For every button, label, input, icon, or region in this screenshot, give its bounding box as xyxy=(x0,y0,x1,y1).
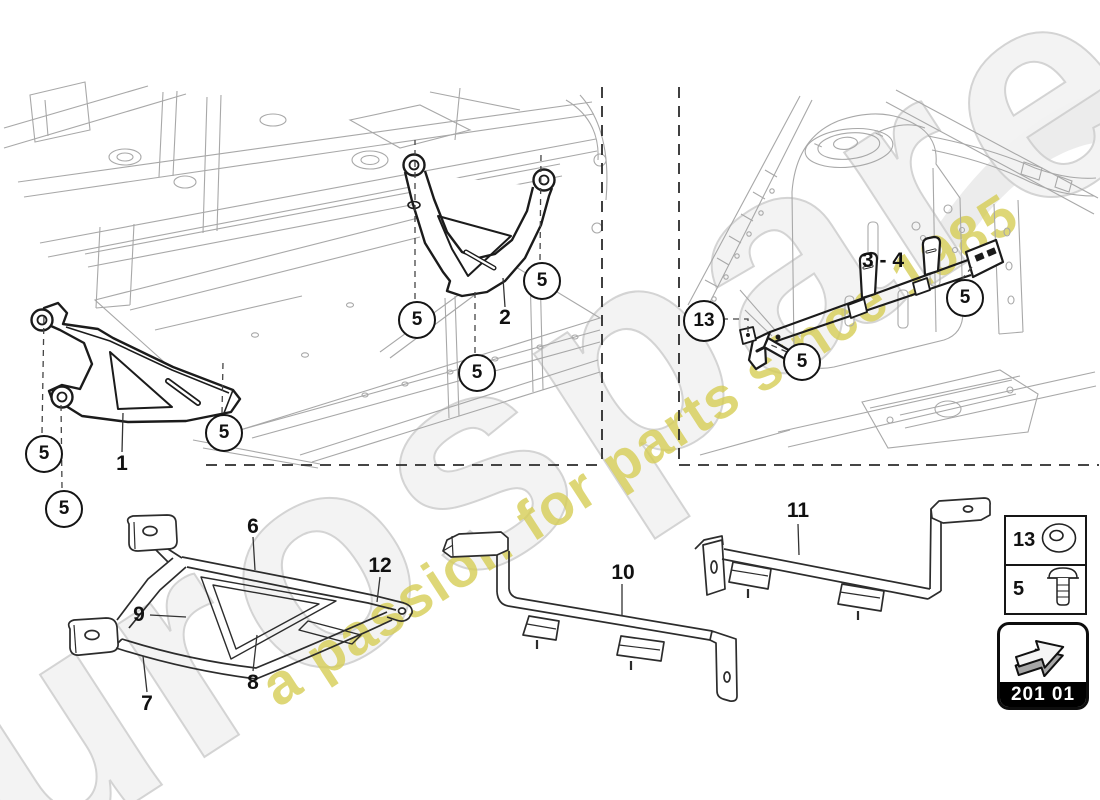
screw-icon xyxy=(1046,565,1082,614)
callout-5-a[interactable]: 5 xyxy=(25,435,63,473)
part-label-7[interactable]: 7 xyxy=(141,692,153,715)
callout-5-e[interactable]: 5 xyxy=(458,354,496,392)
part-label-11[interactable]: 11 xyxy=(786,499,810,522)
label-leader-lines xyxy=(121,277,800,693)
callout-5-h[interactable]: 5 xyxy=(946,279,984,317)
part-label-8[interactable]: 8 xyxy=(247,671,259,694)
fastener-legend: 13 5 xyxy=(1004,515,1087,615)
legend-ref-13: 13 xyxy=(1013,529,1036,551)
part-label-1[interactable]: 1 xyxy=(116,452,128,475)
legend-row-screw[interactable]: 5 xyxy=(1006,564,1085,613)
section-code-box[interactable]: 201 01 xyxy=(997,622,1089,710)
part-11-rail-drawing xyxy=(694,497,991,620)
callout-5-g[interactable]: 5 xyxy=(783,343,821,381)
part-2-bracket xyxy=(402,153,556,298)
part-label-2[interactable]: 2 xyxy=(499,306,511,329)
legend-ref-5: 5 xyxy=(1013,578,1025,600)
part-6-bracket-drawing xyxy=(67,514,413,680)
callout-5-d[interactable]: 5 xyxy=(398,301,436,339)
part-10-rail-drawing xyxy=(442,531,738,702)
part-label-12[interactable]: 12 xyxy=(368,554,392,577)
part-label-9[interactable]: 9 xyxy=(133,603,145,626)
callout-5-f[interactable]: 5 xyxy=(523,262,561,300)
washer-icon xyxy=(1036,518,1082,563)
chassis-frame-left xyxy=(3,81,608,469)
direction-arrow-icon xyxy=(1000,625,1086,682)
part-1-bracket xyxy=(30,301,242,424)
callout-5-b[interactable]: 5 xyxy=(45,490,83,528)
part-label-3-4[interactable]: 3 - 4 xyxy=(861,249,905,272)
part-label-10[interactable]: 10 xyxy=(611,561,635,584)
callout-5-c[interactable]: 5 xyxy=(205,414,243,452)
callout-leader-lines xyxy=(41,140,973,489)
part-label-6[interactable]: 6 xyxy=(247,515,259,538)
part-3-4-strap xyxy=(739,235,1005,371)
page-code: 201 01 xyxy=(1000,682,1086,707)
legend-row-washer[interactable]: 13 xyxy=(1006,517,1085,564)
callout-13[interactable]: 13 xyxy=(683,300,725,342)
chassis-frame-right xyxy=(687,89,1099,456)
